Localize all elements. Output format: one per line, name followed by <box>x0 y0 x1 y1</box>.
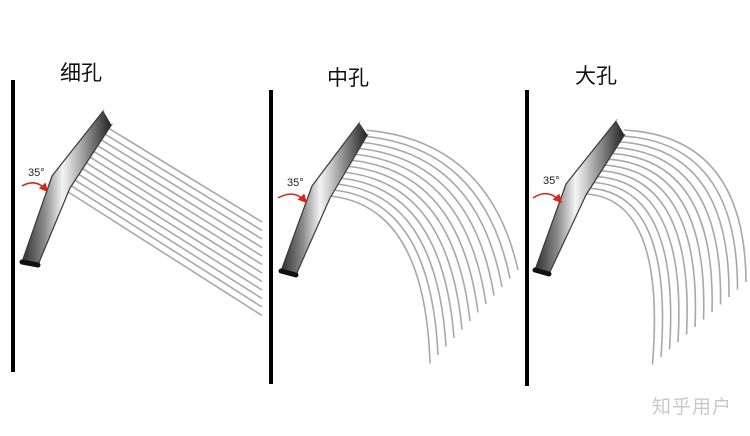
water-stream <box>99 122 263 223</box>
water-stream <box>348 159 479 313</box>
water-stream <box>608 152 713 313</box>
shower-head <box>280 121 369 276</box>
watermark: 知乎用户 <box>651 396 732 418</box>
water-stream <box>351 153 487 305</box>
angle-label: 35° <box>543 175 560 187</box>
water-stream <box>585 193 656 365</box>
water-stream <box>71 169 263 291</box>
shower-head-face <box>616 119 626 135</box>
panel-3: 35° <box>525 90 747 386</box>
water-stream <box>345 165 471 322</box>
water-stream <box>92 134 263 240</box>
water-stream <box>85 145 263 257</box>
handle-end-cap <box>532 267 552 277</box>
handle-end-cap <box>278 268 299 278</box>
angle-arrow <box>532 192 563 204</box>
water-stream <box>615 140 730 298</box>
water-stream <box>68 175 263 300</box>
water-stream <box>65 181 263 308</box>
water-stream <box>61 187 263 317</box>
water-stream <box>602 164 697 328</box>
water-stream <box>612 146 722 305</box>
shower-head-face <box>103 109 113 125</box>
water-stream <box>592 181 672 350</box>
wall-line <box>525 90 529 386</box>
water-stream <box>618 135 739 290</box>
wall-line <box>269 90 273 384</box>
water-stream <box>96 128 263 232</box>
water-stream <box>605 158 705 320</box>
water-stream <box>329 195 431 364</box>
water-stream <box>589 187 664 358</box>
panel-title-large: 大孔 <box>575 64 617 88</box>
water-stream <box>354 147 495 296</box>
angle-arrow <box>21 182 48 193</box>
handle-end-cap <box>19 259 41 268</box>
water-stream <box>342 171 463 330</box>
panel-1: 35° <box>11 80 263 372</box>
panel-title-fine: 细孔 <box>60 61 102 85</box>
water-stream <box>595 175 680 343</box>
panel-2: 35° <box>269 90 519 384</box>
angle-label: 35° <box>287 177 304 189</box>
shower-head <box>534 119 626 275</box>
panel-title-medium: 中孔 <box>327 66 369 90</box>
shower-head-face <box>359 121 369 135</box>
water-stream <box>357 141 503 288</box>
water-stream <box>75 163 263 283</box>
water-stream <box>82 151 263 266</box>
water-stream <box>89 140 263 249</box>
water-stream <box>360 135 511 279</box>
wall-line <box>11 80 15 372</box>
angle-arrow <box>277 193 308 204</box>
water-stream <box>336 183 447 347</box>
angle-label: 35° <box>28 167 45 179</box>
water-stream <box>333 189 439 356</box>
water-stream <box>363 129 519 271</box>
water-stream <box>621 129 747 283</box>
water-stream <box>339 177 455 339</box>
water-stream <box>599 169 688 335</box>
water-stream <box>78 157 263 274</box>
